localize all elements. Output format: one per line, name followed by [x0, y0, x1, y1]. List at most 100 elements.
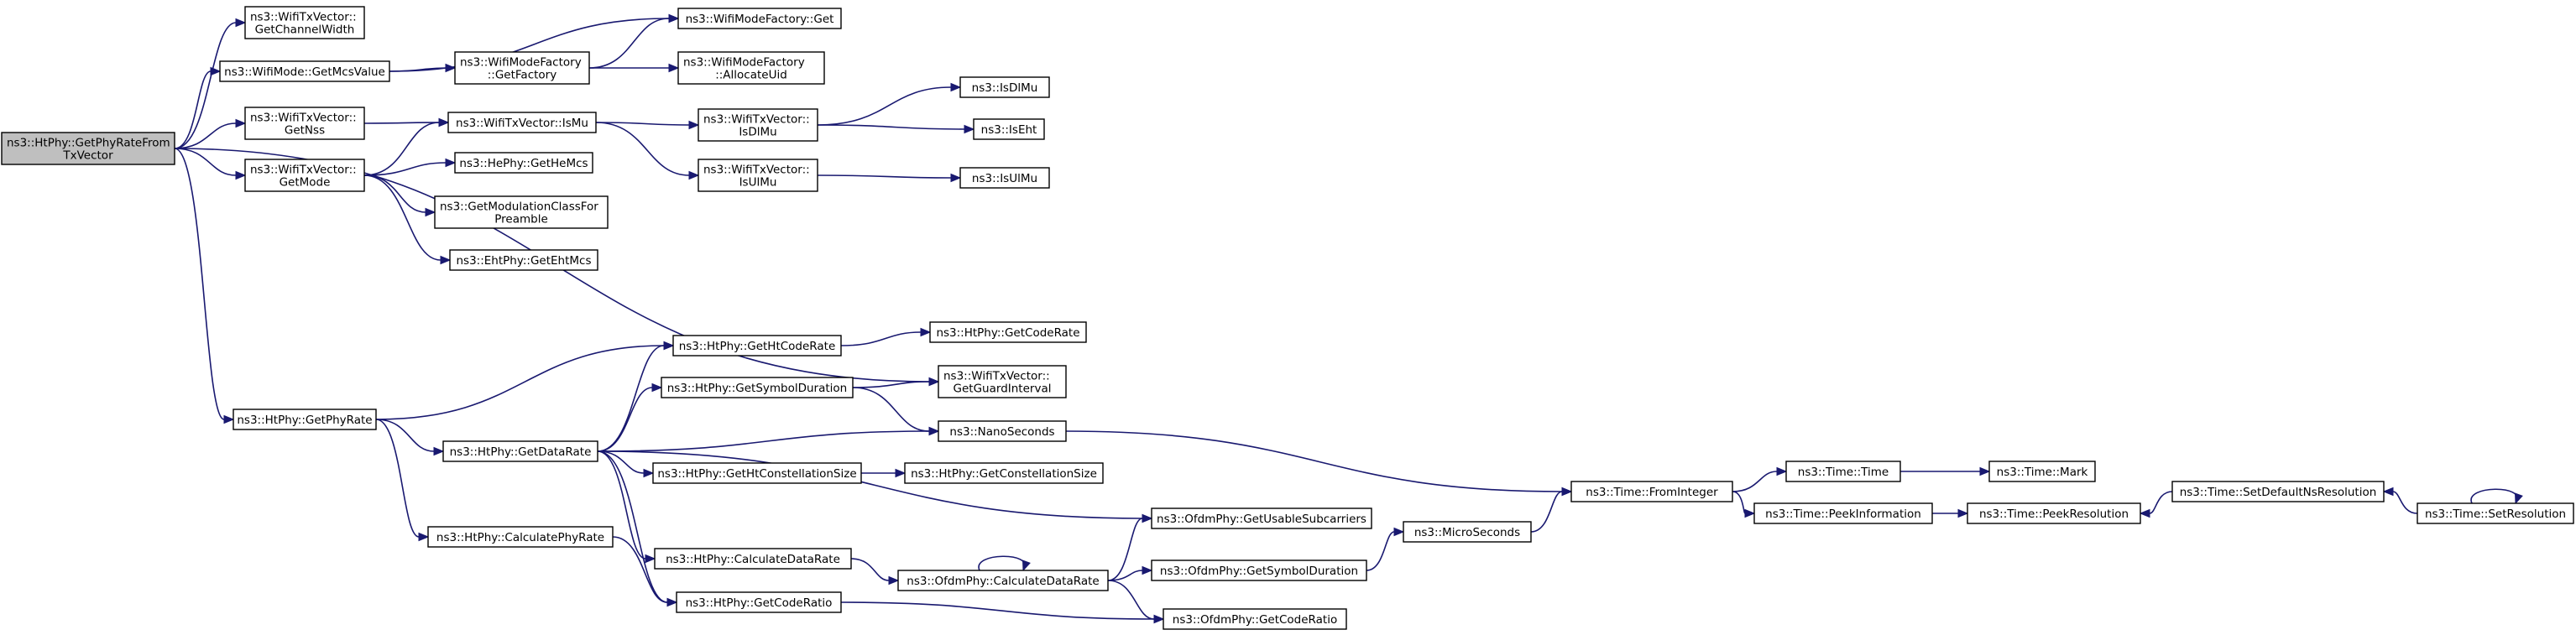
- node-box: [2171, 481, 2385, 502]
- edge-getMode-to-getModClass: [363, 174, 436, 217]
- node-ofdmCalcDataRate[interactable]: ns3::OfdmPhy::CalculateDataRate: [897, 570, 1109, 591]
- node-label: ns3::Time::PeekResolution: [1979, 507, 2129, 521]
- node-timeTime[interactable]: ns3::Time::Time: [1785, 461, 1901, 482]
- node-label: ns3::HtPhy::GetHtCodeRate: [679, 340, 836, 353]
- node-getMcsValue[interactable]: ns3::WifiMode::GetMcsValue: [219, 60, 390, 82]
- node-getHeMcs[interactable]: ns3::HePhy::GetHeMcs: [454, 152, 593, 174]
- node-isMu[interactable]: ns3::WifiTxVector::IsMu: [447, 112, 597, 133]
- node-ofdmGetCodeRatio[interactable]: ns3::OfdmPhy::GetCodeRatio: [1163, 608, 1347, 630]
- node-box: [959, 76, 1050, 98]
- node-box: [233, 409, 377, 430]
- edge-nanoSeconds-to-fromInteger: [1065, 430, 1573, 497]
- node-box: [1570, 481, 1733, 502]
- node-isEht[interactable]: ns3::IsEht: [973, 118, 1045, 140]
- node-label: ns3::Time::Mark: [1997, 466, 2088, 479]
- edge-getMode-to-getEhtMcs: [363, 174, 452, 265]
- node-label: ns3::GetModulationClassFor: [440, 200, 598, 214]
- node-microSeconds[interactable]: ns3::MicroSeconds: [1403, 521, 1532, 543]
- node-ofdmGetSymbolDuration[interactable]: ns3::OfdmPhy::GetSymbolDuration: [1151, 560, 1367, 581]
- edge-getDataRate-to-htCalcDataRate: [597, 450, 656, 564]
- node-getCodeRate[interactable]: ns3::HtPhy::GetCodeRate: [929, 321, 1087, 343]
- node-label: ns3::WifiModeFactory: [683, 56, 805, 70]
- node-allocateUid[interactable]: ns3::WifiModeFactory::AllocateUid: [677, 51, 825, 85]
- edge-txIsDlMu-to-isDlMu: [817, 82, 962, 126]
- node-htGetCodeRatio[interactable]: ns3::HtPhy::GetCodeRatio: [676, 591, 842, 613]
- node-getMode[interactable]: ns3::WifiTxVector::GetMode: [244, 159, 365, 192]
- node-getChannelWidth[interactable]: ns3::WifiTxVector::GetChannelWidth: [244, 6, 365, 39]
- node-setDefaultNsRes[interactable]: ns3::Time::SetDefaultNsResolution: [2171, 481, 2385, 502]
- edge-getPhyRate-to-getDataRate: [375, 419, 445, 456]
- node-factoryGet[interactable]: ns3::WifiModeFactory::Get: [677, 8, 842, 29]
- node-box: [449, 249, 598, 271]
- node-box: [1753, 502, 1933, 524]
- node-box: [938, 365, 1067, 398]
- node-getUsableSubcarriers[interactable]: ns3::OfdmPhy::GetUsableSubcarriers: [1151, 507, 1372, 529]
- node-getGuardInterval[interactable]: ns3::WifiTxVector::GetGuardInterval: [938, 365, 1067, 398]
- node-calcPhyRate[interactable]: ns3::HtPhy::CalculatePhyRate: [427, 526, 614, 548]
- node-getSymbolDuration[interactable]: ns3::HtPhy::GetSymbolDuration: [661, 377, 854, 398]
- node-box: [219, 60, 390, 82]
- node-fromInteger[interactable]: ns3::Time::FromInteger: [1570, 481, 1733, 502]
- edge-root-to-getMcsValue: [174, 66, 222, 149]
- node-box: [442, 440, 598, 462]
- node-getEhtMcs[interactable]: ns3::EhtPhy::GetEhtMcs: [449, 249, 598, 271]
- node-txIsDlMu[interactable]: ns3::WifiTxVector::IsDlMu: [698, 108, 818, 142]
- edge-getDataRate-to-getSymbolDuration: [597, 383, 663, 452]
- node-timeMark[interactable]: ns3::Time::Mark: [1988, 461, 2096, 482]
- node-txIsUlMu[interactable]: ns3::WifiTxVector::IsUlMu: [698, 159, 818, 192]
- node-peekResolution[interactable]: ns3::Time::PeekResolution: [1967, 502, 2141, 524]
- node-getPhyRate[interactable]: ns3::HtPhy::GetPhyRate: [233, 409, 377, 430]
- node-label: IsDlMu: [739, 126, 776, 139]
- node-label: ns3::OfdmPhy::GetUsableSubcarriers: [1157, 513, 1366, 526]
- edge-calcPhyRate-to-htGetCodeRatio: [612, 536, 678, 607]
- edge-isMu-to-txIsDlMu: [595, 120, 700, 130]
- node-label: ns3::IsUlMu: [972, 172, 1037, 185]
- node-label: ::AllocateUid: [715, 69, 787, 82]
- node-isUlMu[interactable]: ns3::IsUlMu: [959, 167, 1050, 189]
- node-getDataRate[interactable]: ns3::HtPhy::GetDataRate: [442, 440, 598, 462]
- node-isDlMu[interactable]: ns3::IsDlMu: [959, 76, 1050, 98]
- node-box: [244, 6, 365, 39]
- node-getFactory[interactable]: ns3::WifiModeFactory::GetFactory: [454, 51, 590, 85]
- node-getNss[interactable]: ns3::WifiTxVector::GetNss: [244, 107, 365, 140]
- node-getConstSize[interactable]: ns3::HtPhy::GetConstellationSize: [904, 462, 1104, 484]
- edge-root-to-getPhyRate: [174, 148, 235, 424]
- node-label: ns3::Time::FromInteger: [1586, 486, 1718, 499]
- node-label: ns3::NanoSeconds: [949, 425, 1054, 439]
- edge-setDefaultNsRes-to-peekResolution: [2139, 491, 2173, 518]
- node-label: ns3::IsDlMu: [972, 81, 1038, 95]
- node-peekInformation[interactable]: ns3::Time::PeekInformation: [1753, 502, 1933, 524]
- nodes-layer: ns3::HtPhy::GetPhyRateFromTxVectorns3::W…: [1, 6, 2574, 630]
- edge-peekInformation-to-peekResolution: [1932, 508, 1969, 518]
- edge-ofdmGetSymbolDuration-to-microSeconds: [1366, 527, 1405, 571]
- node-box: [1151, 560, 1367, 581]
- node-htCalcDataRate[interactable]: ns3::HtPhy::CalculateDataRate: [654, 548, 852, 570]
- node-setResolution[interactable]: ns3::Time::SetResolution: [2417, 502, 2574, 524]
- edge-getDataRate-to-getUsableSubcarriers: [597, 450, 1153, 523]
- edge-getPhyRate-to-calcPhyRate: [375, 419, 430, 542]
- edge-ofdmCalcDataRate-to-ofdmGetSymbolDuration: [1107, 565, 1153, 581]
- node-nanoSeconds[interactable]: ns3::NanoSeconds: [938, 420, 1067, 442]
- node-label: ns3::WifiTxVector::IsMu: [456, 117, 588, 130]
- node-label: ns3::Time::SetDefaultNsResolution: [2180, 486, 2377, 499]
- node-label: ns3::HtPhy::GetDataRate: [450, 445, 592, 459]
- node-box: [661, 377, 854, 398]
- edge-ofdmCalcDataRate-to-getUsableSubcarriers: [1107, 513, 1153, 581]
- node-box: [1403, 521, 1532, 543]
- node-getHtConstSize[interactable]: ns3::HtPhy::GetHtConstellationSize: [652, 462, 862, 484]
- node-label: IsUlMu: [739, 176, 777, 190]
- node-label: TxVector: [62, 149, 113, 163]
- node-getHtCodeRate[interactable]: ns3::HtPhy::GetHtCodeRate: [672, 335, 842, 357]
- node-label: ns3::OfdmPhy::CalculateDataRate: [907, 575, 1099, 588]
- node-label: ns3::IsEht: [981, 123, 1037, 137]
- node-box: [897, 570, 1109, 591]
- edge-htCalcDataRate-to-ofdmCalcDataRate: [850, 558, 900, 586]
- node-label: ns3::HtPhy::CalculatePhyRate: [436, 531, 604, 544]
- edge-getHtConstSize-to-getConstSize: [860, 468, 907, 478]
- node-label: ns3::HtPhy::GetConstellationSize: [911, 467, 1097, 481]
- edge-timeTime-to-timeMark: [1900, 466, 1991, 476]
- node-label: ns3::OfdmPhy::GetSymbolDuration: [1160, 565, 1358, 578]
- node-label: ns3::HtPhy::GetPhyRate: [237, 414, 372, 427]
